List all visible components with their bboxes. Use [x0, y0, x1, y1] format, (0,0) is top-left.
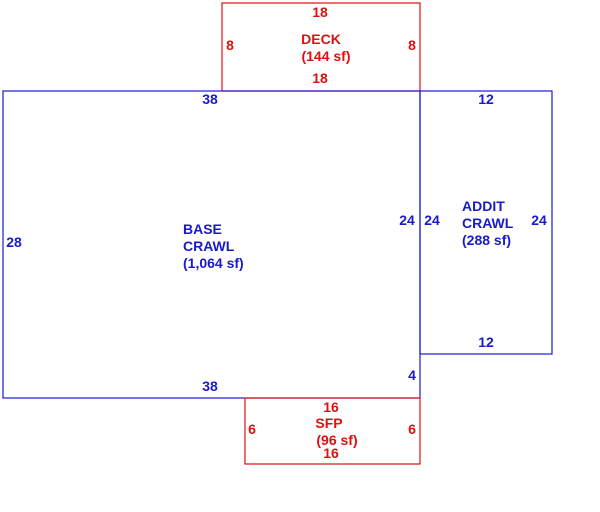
sfp-bottom-dimension: 16: [323, 445, 339, 461]
base-right-lower-dimension: 4: [408, 367, 416, 383]
sfp-name-label: SFP: [315, 415, 342, 431]
addit-area-label: (288 sf): [462, 232, 511, 248]
deck-top-dimension: 18: [312, 4, 328, 20]
addit-name-line1: ADDIT: [462, 198, 505, 214]
base-name-line1: BASE: [183, 221, 222, 237]
deck-right-dimension: 8: [408, 37, 416, 53]
deck-area-label: (144 sf): [301, 48, 350, 64]
base-name-line2: CRAWL: [183, 238, 235, 254]
base-area-label: (1,064 sf): [183, 255, 244, 271]
base-right-upper-dimension: 24: [399, 212, 415, 228]
base-bottom-dimension: 38: [202, 378, 218, 394]
deck-left-dimension: 8: [226, 37, 234, 53]
addit-crawl-outline: [419, 90, 553, 355]
addit-left-dimension: 24: [424, 212, 440, 228]
addit-right-dimension: 24: [531, 212, 547, 228]
deck-bottom-dimension: 18: [312, 70, 328, 86]
sfp-outline: [244, 397, 421, 465]
sfp-right-dimension: 6: [408, 421, 416, 437]
sfp-area-label: (96 sf): [316, 432, 357, 448]
sfp-left-dimension: 6: [248, 421, 256, 437]
deck-name-label: DECK: [301, 31, 341, 47]
sfp-top-dimension: 16: [323, 399, 339, 415]
base-left-dimension: 28: [6, 234, 22, 250]
addit-bottom-dimension: 12: [478, 334, 494, 350]
addit-name-line2: CRAWL: [462, 215, 514, 231]
base-top-dimension: 38: [202, 91, 218, 107]
addit-top-dimension: 12: [478, 91, 494, 107]
